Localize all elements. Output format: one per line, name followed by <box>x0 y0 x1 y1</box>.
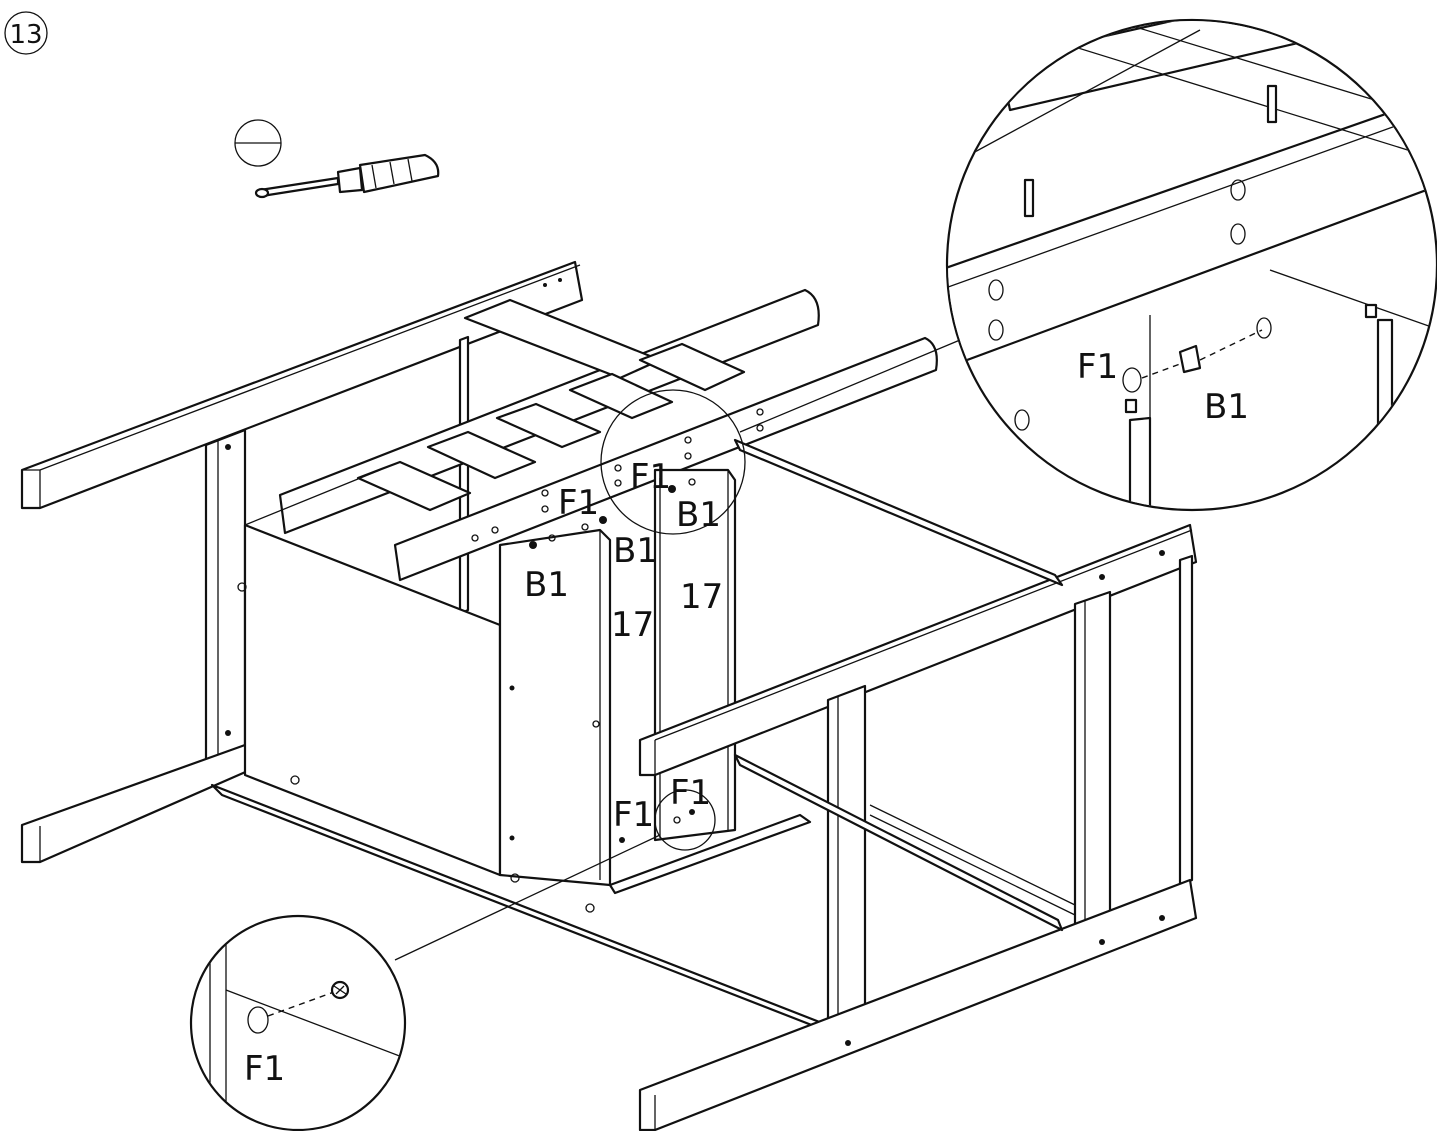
right-end-frame <box>638 438 1198 1132</box>
detail-circle-bottom-left: F1 <box>189 914 407 1132</box>
label-b1-main-2: B1 <box>613 531 658 571</box>
step-number-text: 13 <box>9 20 42 50</box>
step-number-badge: 13 <box>4 11 48 55</box>
bottom-long-rail <box>210 775 852 1042</box>
callout-circle-bottom <box>394 789 716 961</box>
cabinet-body <box>237 469 612 887</box>
label-b1-main-3: B1 <box>524 565 569 605</box>
label-part-17-left: 17 <box>611 605 654 645</box>
screwdriver-icon <box>254 153 440 199</box>
label-f1-main-3: F1 <box>613 795 654 835</box>
callout-circle-top <box>600 339 961 535</box>
label-part-17-right: 17 <box>680 577 723 617</box>
label-b1-main-1: B1 <box>676 495 721 535</box>
slotted-screw-head-icon <box>234 119 282 167</box>
top-rails <box>278 288 938 582</box>
label-f1-main-4: F1 <box>670 773 711 813</box>
hardware-markers <box>529 478 696 843</box>
label-f1-main-2: F1 <box>630 457 671 497</box>
label-f1-detail-top: F1 <box>1077 347 1118 387</box>
label-f1-main-1: F1 <box>558 483 599 523</box>
label-f1-detail-bottom: F1 <box>244 1049 285 1089</box>
label-b1-detail-top: B1 <box>1204 387 1249 427</box>
detail-circle-top-right: F1 B1 <box>945 18 1437 512</box>
